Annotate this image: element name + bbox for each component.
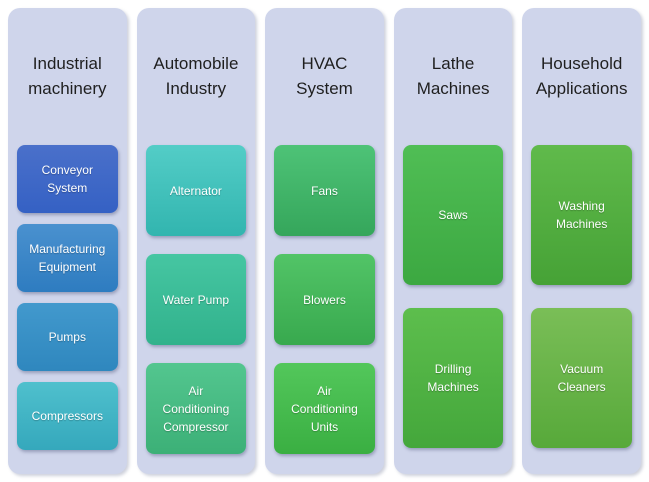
column-title: Industrial machinery (28, 53, 107, 98)
item-label: Blowers (303, 292, 346, 307)
item-box: Saws (402, 145, 504, 285)
column-title: Household Applications (535, 53, 628, 98)
category-column: HVAC System Fans Blowers Air Conditionin… (265, 8, 384, 474)
category-column: Lathe Machines Saws Drilling Machines (393, 8, 513, 474)
column-items: Washing Machines Vacuum Cleaners (522, 145, 641, 474)
category-column: Industrial machinery Conveyor System Man… (8, 8, 127, 474)
column-items: Saws Drilling Machines (394, 145, 513, 474)
item-box: Alternator (145, 145, 247, 236)
item-label: Drilling Machines (427, 362, 479, 394)
item-label: Saws (438, 208, 468, 222)
item-label: Manufacturing Equipment (29, 242, 106, 274)
column-items: Alternator Water Pump Air Conditioning C… (137, 145, 256, 474)
item-box: Manufacturing Equipment (17, 224, 118, 292)
item-label: Fans (311, 183, 338, 198)
item-box: Air Conditioning Units (274, 363, 375, 454)
item-label: Air Conditioning Compressor (162, 383, 230, 434)
item-label: Water Pump (162, 292, 230, 307)
item-box: Fans (274, 145, 375, 236)
item-box: Drilling Machines (402, 308, 504, 448)
item-box: Water Pump (145, 254, 247, 345)
item-box: Pumps (17, 303, 118, 371)
item-box: Blowers (274, 254, 375, 345)
item-label: Washing Machines (555, 199, 608, 231)
item-box: Compressors (17, 382, 118, 450)
column-title: Automobile Industry (153, 53, 239, 98)
item-label: Compressors (31, 409, 103, 423)
item-label: Conveyor System (41, 163, 93, 195)
item-label: Air Conditioning Units (291, 383, 358, 434)
category-column: Automobile Industry Alternator Water Pum… (136, 8, 256, 474)
column-title: HVAC System (296, 53, 353, 98)
column-items: Fans Blowers Air Conditioning Units (265, 145, 384, 474)
item-label: Vacuum Cleaners (557, 362, 606, 394)
item-label: Pumps (48, 330, 86, 344)
item-box: Conveyor System (17, 145, 118, 213)
item-box: Vacuum Cleaners (531, 308, 632, 448)
column-title: Lathe Machines (416, 53, 490, 98)
column-items: Conveyor System Manufacturing Equipment … (8, 145, 127, 474)
category-column: Household Applications Washing Machines … (522, 8, 641, 474)
item-box: Air Conditioning Compressor (145, 363, 247, 454)
item-box: Washing Machines (531, 145, 632, 285)
item-label: Alternator (169, 183, 222, 198)
